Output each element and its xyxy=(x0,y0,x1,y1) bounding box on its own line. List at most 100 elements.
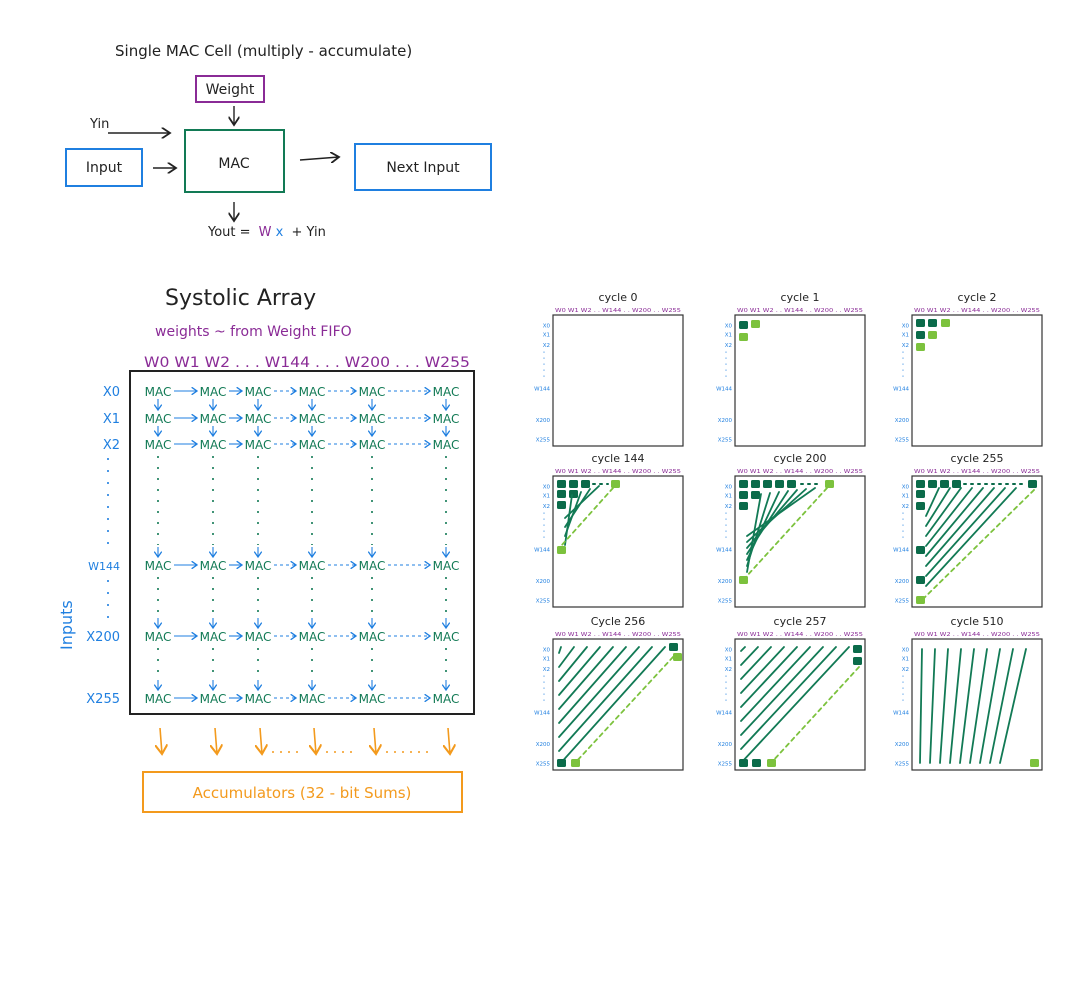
cycle-row-label: X2 xyxy=(902,343,909,349)
cycle-row-label: X200 xyxy=(895,418,910,424)
active-pe-square xyxy=(940,480,949,488)
mac-cell: MAC xyxy=(145,559,172,573)
wavefront-line xyxy=(979,648,1001,764)
mac-cell: MAC xyxy=(200,559,227,573)
mac-cell: MAC xyxy=(245,559,272,573)
active-pe-square xyxy=(928,331,937,339)
active-pe-square xyxy=(1030,759,1039,767)
mac-cell: MAC xyxy=(200,630,227,644)
active-pe-square xyxy=(941,319,950,327)
cycle-row-label: X1 xyxy=(725,657,732,663)
cycle-row-label: X255 xyxy=(895,598,910,604)
cycle-row-label: X0 xyxy=(725,647,733,653)
cycle-row-label: W144 xyxy=(534,547,550,553)
active-pe-square xyxy=(916,343,925,351)
cycle-grid-frame xyxy=(734,314,866,447)
cycle-row-label: X255 xyxy=(536,598,551,604)
cycle-row-label: X200 xyxy=(718,742,733,748)
accumulator-arrows xyxy=(160,727,450,754)
cycle-row-label: X255 xyxy=(895,761,910,767)
cycle-row-label: X255 xyxy=(718,598,733,604)
yout-formula: Yout = W x + Yin xyxy=(207,225,326,240)
mac-cell-diagram: Single MAC Cell (multiply - accumulate) … xyxy=(65,42,492,240)
mac-cell: MAC xyxy=(433,559,460,573)
accumulator-arrow xyxy=(374,727,376,754)
mac-cell: MAC xyxy=(433,630,460,644)
active-pe-square xyxy=(569,480,578,488)
mac-cell: MAC xyxy=(145,412,172,426)
mac-cell: MAC xyxy=(200,412,227,426)
cycle-row-label: X2 xyxy=(725,504,732,510)
cycle-column-headers: W0 W1 W2 . . W144 . . W200 . . W255 xyxy=(914,469,1041,475)
wavefront-line xyxy=(959,648,975,764)
mac-cell: MAC xyxy=(359,412,386,426)
active-pe-square xyxy=(751,480,760,488)
systolic-row-label: X255 xyxy=(86,692,120,707)
cycle-row-label: X200 xyxy=(718,418,733,424)
cycle-row-label: X255 xyxy=(895,437,910,443)
wavefront-line xyxy=(925,487,951,527)
systolic-column-headers: W0 W1 W2 . . . W144 . . . W200 . . . W25… xyxy=(144,355,470,371)
systolic-continuation-dots xyxy=(107,456,447,678)
cycle-grid-frame xyxy=(552,314,684,447)
active-pe-square xyxy=(928,480,937,488)
active-pe-square xyxy=(739,491,748,499)
wavefront-line xyxy=(925,487,962,537)
cycle-panel: cycle 2W0 W1 W2 . . W144 . . W200 . . W2… xyxy=(893,291,1043,447)
wavefront-line xyxy=(558,646,614,710)
active-pe-square xyxy=(557,759,566,767)
yin-label: Yin xyxy=(89,117,109,132)
cycle-label: cycle 510 xyxy=(951,615,1004,628)
wavefront-line xyxy=(558,646,653,752)
active-pe-square xyxy=(767,759,776,767)
wavefront-line xyxy=(740,646,824,736)
wavefront-line xyxy=(999,648,1027,764)
mac-cell: MAC xyxy=(145,385,172,399)
cycle-row-label: X2 xyxy=(725,667,732,673)
accumulators-label: Accumulators (32 - bit Sums) xyxy=(193,784,412,802)
mac-cell: MAC xyxy=(299,559,326,573)
active-pe-square xyxy=(739,759,748,767)
active-pe-square xyxy=(669,643,678,651)
mac-cell: MAC xyxy=(433,385,460,399)
mac-cell: MAC xyxy=(359,438,386,452)
cycle-row-label: X200 xyxy=(536,742,551,748)
active-pe-square xyxy=(916,576,925,584)
accumulator-arrow xyxy=(314,727,316,754)
systolic-row-label: X2 xyxy=(103,438,120,453)
cycle-grid-frame xyxy=(734,638,866,771)
active-pe-square xyxy=(557,546,566,554)
active-pe-square xyxy=(916,480,925,488)
cycle-row-label: W144 xyxy=(893,710,909,716)
cycle-row-label: X2 xyxy=(902,504,909,510)
cycle-grid-frame xyxy=(911,475,1043,608)
active-pe-square xyxy=(581,480,590,488)
wavefront-line xyxy=(740,646,785,694)
wavefront-line xyxy=(558,646,627,724)
active-pe-square xyxy=(916,331,925,339)
active-pe-square xyxy=(916,596,925,604)
active-pe-square xyxy=(952,480,961,488)
yout-label: Yout = xyxy=(207,225,251,240)
weight-label: Weight xyxy=(206,82,255,98)
accumulator-arrow xyxy=(215,727,217,754)
cycle-column-headers: W0 W1 W2 . . W144 . . W200 . . W255 xyxy=(555,469,682,475)
cycle-row-label: X2 xyxy=(543,504,550,510)
wavefront-line xyxy=(925,487,973,547)
wavefront-line xyxy=(558,646,601,696)
cycle-row-label: X0 xyxy=(902,647,910,653)
accumulator-arrow xyxy=(260,727,262,754)
wavefront-line xyxy=(740,646,772,680)
mac-cell: MAC xyxy=(359,692,386,706)
active-pe-square xyxy=(571,759,580,767)
systolic-row-label: X200 xyxy=(86,630,120,645)
cycle-row-label: X255 xyxy=(536,761,551,767)
cycle-row-label: X1 xyxy=(902,333,909,339)
cycle-row-label: W144 xyxy=(534,386,550,392)
wavefront-line xyxy=(925,487,995,567)
wavefront-line xyxy=(925,487,1017,587)
mac-cell: MAC xyxy=(145,438,172,452)
active-pe-square xyxy=(853,645,862,653)
